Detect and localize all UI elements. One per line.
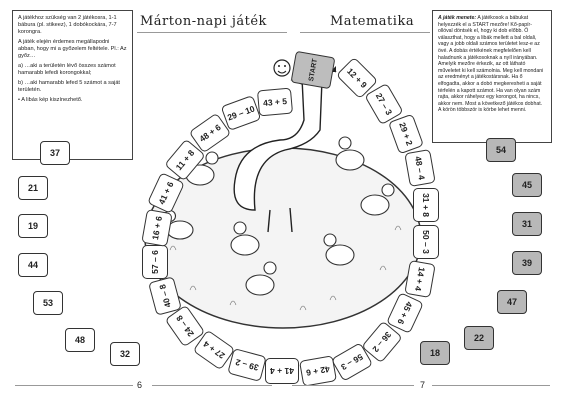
left-number-tile[interactable]: 32 bbox=[110, 342, 140, 366]
left-number-tile[interactable]: 44 bbox=[18, 253, 48, 277]
page-number-left: 6 bbox=[137, 380, 143, 390]
rules-text-1: A játékhoz szükség van 2 játékosra, 1-1 … bbox=[18, 15, 117, 35]
right-number-tile[interactable]: 22 bbox=[464, 326, 494, 350]
right-number-tile[interactable]: 18 bbox=[420, 341, 450, 365]
right-number-tile[interactable]: 45 bbox=[512, 173, 542, 197]
smiley-icon bbox=[273, 59, 291, 77]
footer-rule-left-a bbox=[15, 385, 133, 386]
right-number-tile[interactable]: 31 bbox=[512, 212, 542, 236]
smiley-mouth bbox=[277, 70, 287, 74]
start-space[interactable]: START bbox=[290, 50, 336, 90]
smiley-eye-right bbox=[284, 65, 286, 67]
header-rule-right bbox=[300, 32, 430, 33]
rules-text-3: a) …aki a területén lévő összes számot h… bbox=[18, 63, 116, 76]
board-space[interactable]: 41 + 4 bbox=[265, 358, 299, 384]
left-number-tile[interactable]: 48 bbox=[65, 328, 95, 352]
smiley-eye-left bbox=[278, 65, 280, 67]
rules-box: A játékhoz szükség van 2 játékosra, 1-1 … bbox=[12, 10, 133, 160]
left-number-tile[interactable]: 21 bbox=[18, 176, 48, 200]
rules-text-2: A játék elején érdemes megállapodni abba… bbox=[18, 39, 127, 59]
right-number-tile[interactable]: 39 bbox=[512, 251, 542, 275]
rules-text-4: b) …aki hamarabb lefed 5 számot a saját … bbox=[18, 80, 120, 93]
board-space[interactable]: 48 – 4 bbox=[404, 149, 436, 187]
header-rule-left bbox=[137, 32, 287, 33]
left-number-tile[interactable]: 37 bbox=[40, 141, 70, 165]
rules-text-5: • A libás kép kiszínezhető. bbox=[18, 97, 83, 103]
footer-rule-right-a bbox=[292, 385, 414, 386]
left-number-tile[interactable]: 53 bbox=[33, 291, 63, 315]
footer-rule-right-b bbox=[432, 385, 550, 386]
game-description-box: A játék menete: A játékosok a bábukat he… bbox=[432, 10, 552, 143]
description-title: A játék menete: bbox=[438, 15, 477, 21]
footer-rule-left-b bbox=[152, 385, 272, 386]
right-number-tile[interactable]: 47 bbox=[497, 290, 527, 314]
board-space[interactable]: 57 – 6 bbox=[142, 245, 168, 279]
right-number-tile[interactable]: 54 bbox=[486, 138, 516, 162]
board-space[interactable]: 50 – 3 bbox=[413, 225, 439, 259]
description-text: A játékosok a bábukat helyezzék el a STA… bbox=[438, 15, 544, 114]
page-number-right: 7 bbox=[420, 380, 426, 390]
page-title-right: Matematika bbox=[330, 14, 415, 29]
board-space[interactable]: 31 + 8 bbox=[413, 188, 439, 222]
left-number-tile[interactable]: 19 bbox=[18, 214, 48, 238]
page-title-left: Márton-napi játék bbox=[140, 14, 267, 29]
board-space[interactable]: 43 + 5 bbox=[256, 87, 294, 117]
